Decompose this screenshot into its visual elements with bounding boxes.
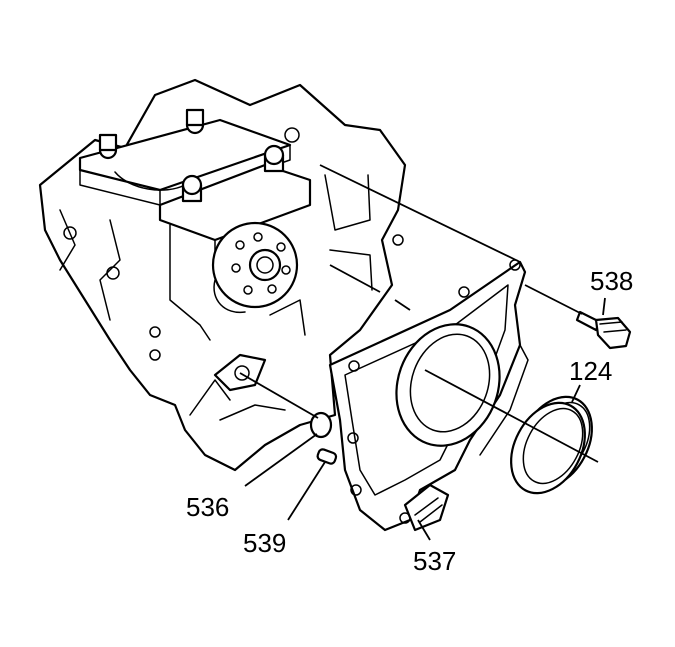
callout-124: 124: [569, 356, 612, 386]
callout-536: 536: [186, 492, 229, 522]
rear-cover-housing: [328, 259, 529, 532]
callout-538: 538: [590, 266, 633, 296]
callout-537: 537: [413, 546, 456, 576]
rear-cover-bolt: [575, 310, 632, 350]
callout-leaders: [244, 297, 606, 541]
crankshaft-rear-oil-seal: [510, 395, 593, 495]
engine-block: [38, 78, 407, 472]
callout-539: 539: [243, 528, 286, 558]
o-ring-seal: [309, 411, 333, 439]
alignment-lines: [239, 164, 599, 463]
dowel-pin: [316, 448, 338, 465]
